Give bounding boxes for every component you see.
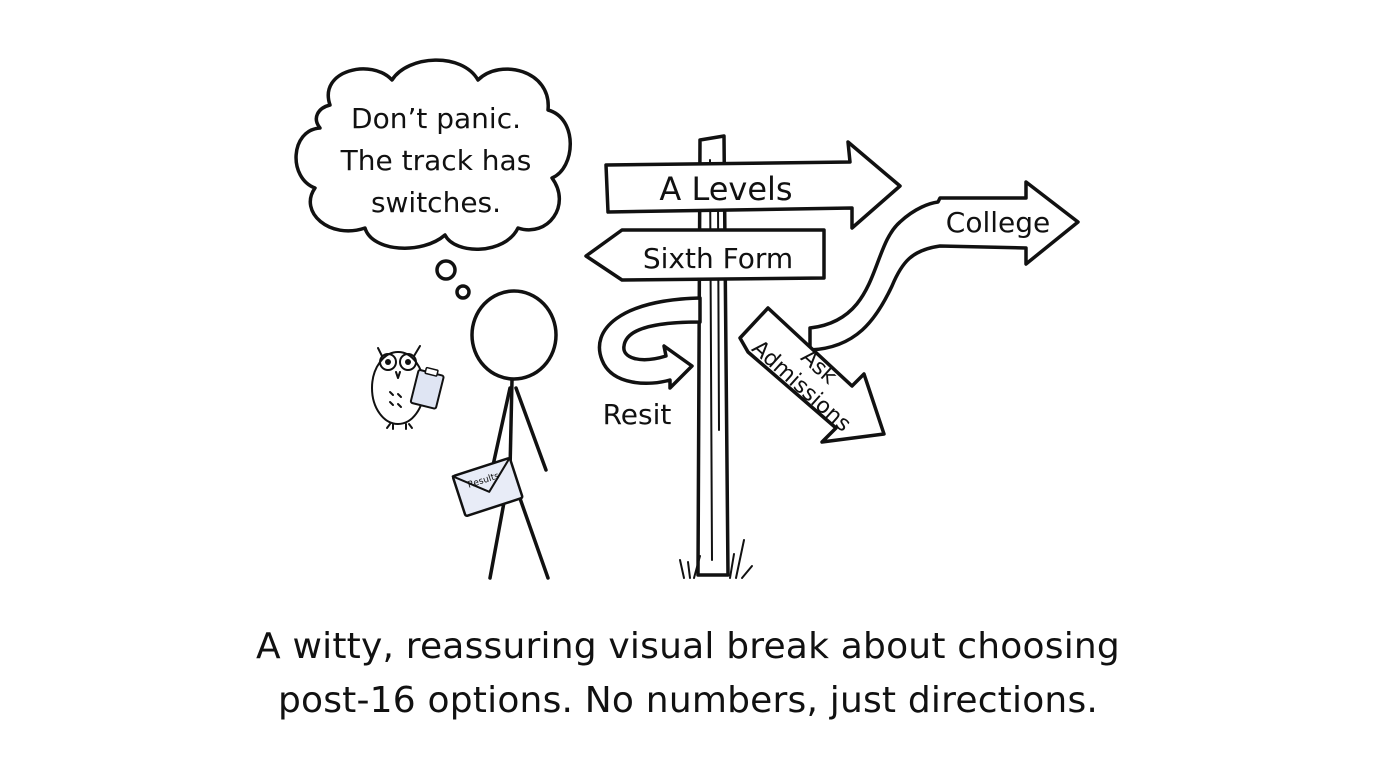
caption-line-2: post-16 options. No numbers, just direct… [277,680,1099,721]
sign-sixth-form-label: Sixth Form [643,242,793,275]
sign-resit: Resit [597,296,702,431]
sign-college-label: College [946,206,1050,239]
sign-college: College [808,180,1080,352]
results-envelope: Results [451,456,524,518]
sign-a-levels: A Levels [604,140,902,230]
sign-sixth-form: Sixth Form [584,228,826,282]
resit-label: Resit [603,398,672,431]
grass [679,539,753,579]
caption-line-1: A witty, reassuring visual break about c… [256,626,1120,667]
thought-line-3: switches. [371,186,501,219]
clipboard-icon [409,366,445,410]
stick-figure [470,289,558,580]
thought-bubble: Don’t panic. The track has switches. [294,58,572,300]
owl-icon [371,345,445,430]
thought-line-1: Don’t panic. [351,102,521,135]
thought-line-2: The track has [340,144,532,177]
sign-a-levels-label: A Levels [659,170,792,208]
